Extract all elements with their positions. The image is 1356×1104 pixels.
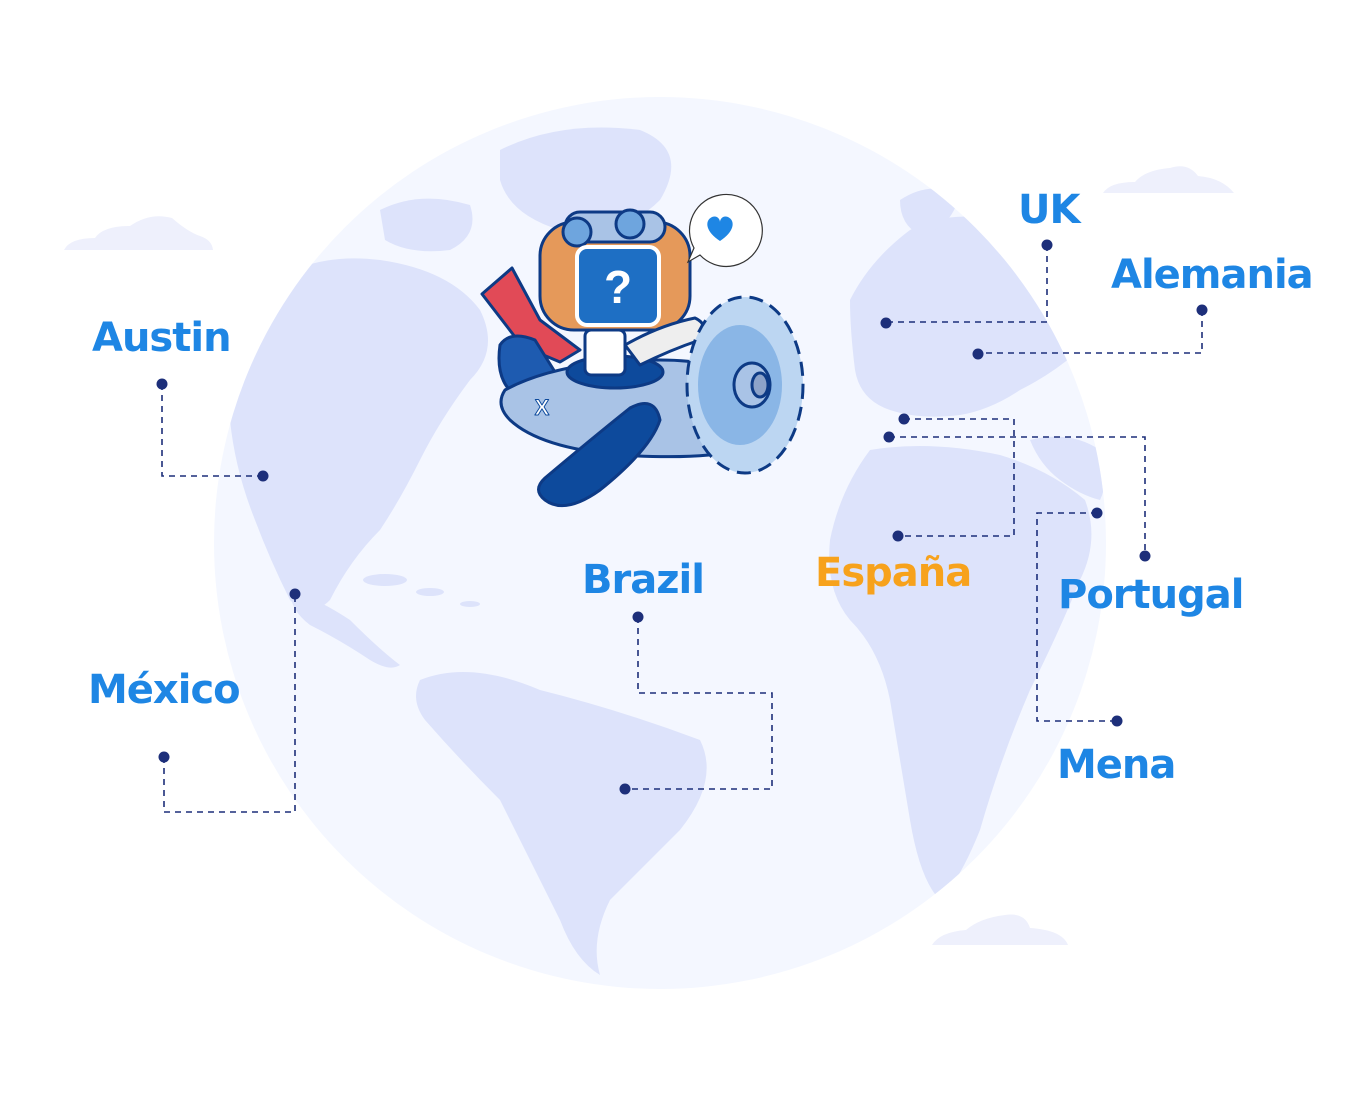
location-dot-uk-label [1041,239,1053,251]
location-dot-austin-map [257,470,269,482]
location-dot-alemania-map [972,348,984,360]
connector-alemania [978,310,1203,354]
location-label-mena: Mena [1057,742,1176,788]
globe-continents [229,127,1105,975]
speech-bubble [686,193,763,268]
location-dot-mexico-label [158,751,170,763]
location-dot-brazil-map [619,783,631,795]
connector-mena [1036,512,1117,722]
location-label-mexico: México [88,667,241,713]
location-dot-espana-map [892,530,904,542]
connector-mexico [163,594,296,813]
connector-brazil [625,617,773,790]
location-label-portugal: Portugal [1058,572,1244,618]
location-dot-espana-label [898,413,910,425]
location-dot-portugal-label [883,431,895,443]
location-dot-portugal-map [1139,550,1151,562]
cloud-icon [64,216,213,250]
location-label-alemania: Alemania [1111,252,1314,298]
question-mark-glyph: ? [604,261,632,313]
plane-x-logo: X [535,395,550,420]
robot-pilot-plane-illustration: ? X [480,208,805,508]
heart-icon [707,216,733,241]
cloud-icon [932,914,1068,945]
location-label-austin: Austin [92,315,232,361]
location-dot-mexico-map [289,588,301,600]
location-dot-uk-map [880,317,892,329]
location-dot-mena-map [1111,715,1123,727]
location-label-espana: España [815,550,972,596]
location-dot-brazil-label [632,611,644,623]
connector-portugal [889,436,1146,556]
connector-lines [156,239,1208,813]
location-label-uk: UK [1018,187,1080,233]
connector-austin [161,384,263,477]
location-dot-alemania-label [1196,304,1208,316]
connector-espana [898,418,1015,537]
location-dot-austin-label [156,378,168,390]
connector-uk [886,245,1048,323]
location-label-brazil: Brazil [582,557,705,603]
cloud-icon [1103,166,1234,193]
location-dot-mena-label [1091,507,1103,519]
